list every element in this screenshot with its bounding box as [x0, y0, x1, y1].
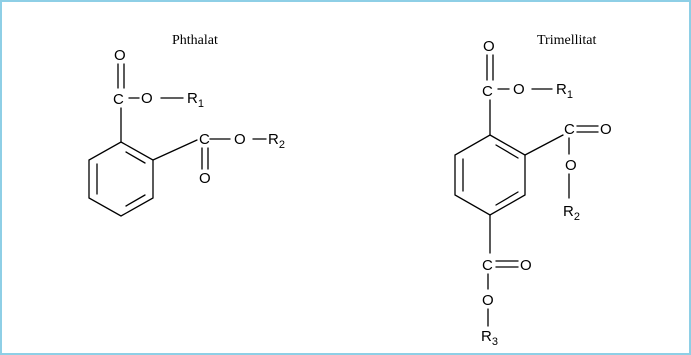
phthalat-ring-double-bond	[125, 194, 146, 207]
phthalat-r1: R1	[187, 90, 204, 110]
trimellitat-r2: R2	[563, 203, 580, 223]
phthalat-carbon-1: C	[113, 91, 124, 108]
phthalat-bond	[152, 139, 198, 161]
phthalat-oxygen-2: O	[234, 131, 246, 148]
trimellitat-bond	[524, 134, 564, 156]
phthalat-oxygen-1: O	[141, 90, 153, 107]
phthalat-title: Phthalat	[172, 33, 218, 48]
trimellitat-carbon-1: C	[482, 83, 493, 100]
trimellitat-oxygen-2: O	[565, 157, 577, 174]
trimellitat-oxygen-3: O	[482, 292, 494, 309]
trimellitat-oxygen-3-double: O	[520, 257, 532, 274]
phthalat-carbon-2: C	[199, 131, 210, 148]
trimellitat-oxygen-1: O	[513, 81, 525, 98]
trimellitat-oxygen-top: O	[483, 38, 495, 55]
phthalat-r2: R2	[268, 131, 285, 151]
trimellitat-oxygen-2-double: O	[600, 121, 612, 138]
trimellitat-ring-double-bond	[495, 144, 519, 159]
trimellitat-carbon-2: C	[564, 121, 575, 138]
phthalat-oxygen-top: O	[114, 47, 126, 64]
phthalat-benzene-ring	[88, 141, 154, 217]
trimellitat-ring-double-bond	[495, 191, 519, 206]
trimellitat-r1: R1	[556, 81, 573, 101]
trimellitat-r3: R3	[481, 328, 498, 348]
trimellitat-structure: Trimellitat C O O R1 C O O R2 C O O	[454, 33, 612, 348]
phthalat-oxygen-bottom: O	[199, 170, 211, 187]
trimellitat-title: Trimellitat	[537, 33, 596, 48]
trimellitat-carbon-3: C	[482, 257, 493, 274]
phthalat-ring-double-bond	[125, 151, 146, 164]
trimellitat-benzene-ring	[454, 134, 526, 216]
phthalat-structure: Phthalat C O O R1 C O R2 O	[88, 33, 285, 217]
